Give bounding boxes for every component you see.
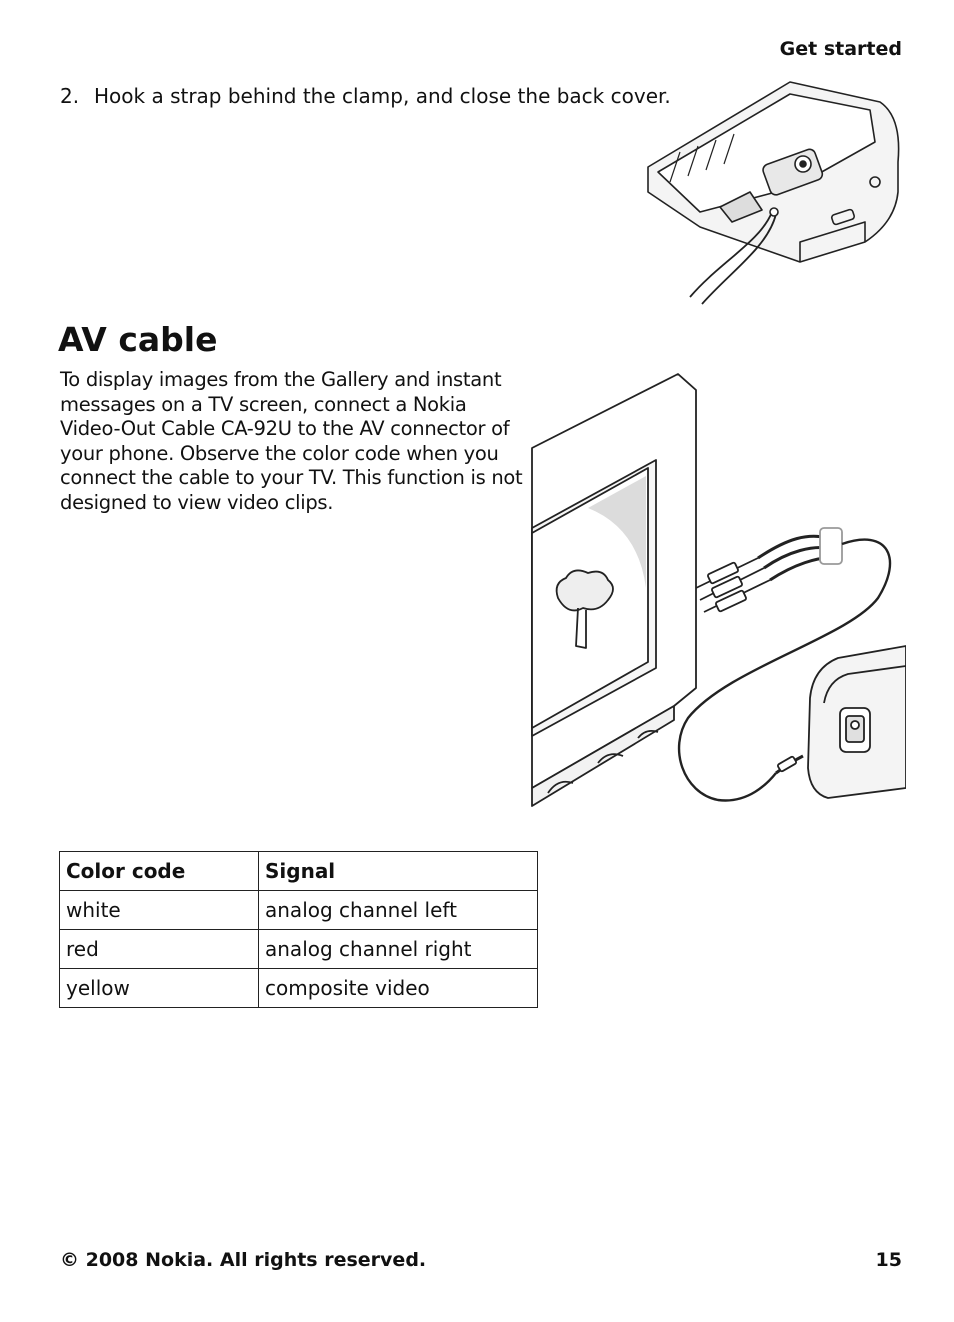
table-row: yellow composite video bbox=[59, 968, 538, 1008]
column-header-color-code: Color code bbox=[59, 851, 259, 891]
table-cell-signal: composite video bbox=[258, 968, 538, 1008]
running-header: Get started bbox=[779, 38, 902, 60]
table-row: white analog channel left bbox=[59, 890, 538, 930]
step-item: 2. Hook a strap behind the clamp, and clo… bbox=[60, 84, 671, 108]
table-row: red analog channel right bbox=[59, 929, 538, 969]
step-number: 2. bbox=[60, 84, 80, 108]
copyright-footer: © 2008 Nokia. All rights reserved. bbox=[60, 1249, 427, 1271]
body-paragraph: To display images from the Gallery and i… bbox=[60, 368, 523, 514]
column-header-signal: Signal bbox=[258, 851, 538, 891]
table-cell-color: white bbox=[59, 890, 259, 930]
av-cable-illustration bbox=[531, 373, 906, 807]
section-title: AV cable bbox=[58, 320, 218, 359]
table-cell-color: yellow bbox=[59, 968, 259, 1008]
table-cell-signal: analog channel right bbox=[258, 929, 538, 969]
page-number: 15 bbox=[875, 1249, 902, 1271]
table-cell-color: red bbox=[59, 929, 259, 969]
strap-illustration bbox=[647, 81, 900, 305]
color-code-table: Color code Signal white analog channel l… bbox=[59, 851, 538, 1008]
table-cell-signal: analog channel left bbox=[258, 890, 538, 930]
table-header-row: Color code Signal bbox=[59, 851, 538, 891]
step-text: Hook a strap behind the clamp, and close… bbox=[94, 84, 671, 108]
